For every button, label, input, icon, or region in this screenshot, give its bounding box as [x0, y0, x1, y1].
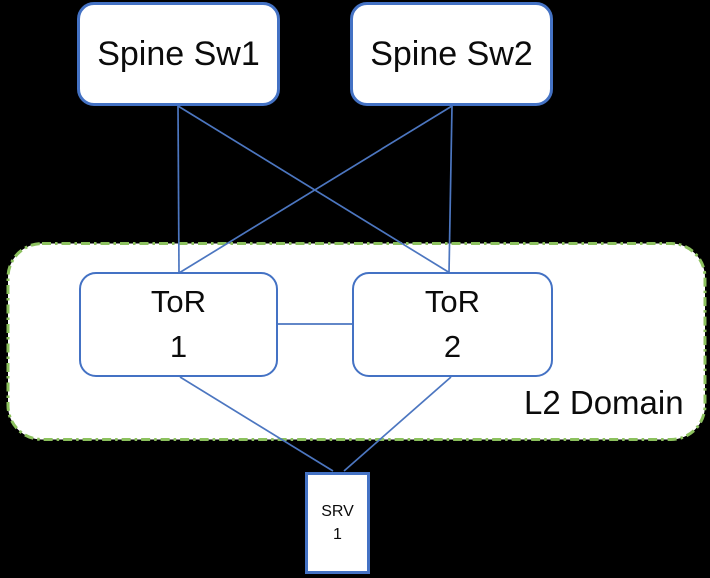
edge-tor-1-srv-1 — [179, 376, 334, 472]
node-srv-1: SRV 1 — [305, 472, 370, 574]
node-srv-1-number: 1 — [333, 526, 342, 543]
node-srv-1-label: SRV — [321, 502, 354, 520]
node-spine-sw1-label: Spine Sw1 — [97, 34, 260, 73]
node-tor-1-label: ToR — [150, 284, 207, 320]
node-tor-2: ToR 2 — [352, 272, 553, 377]
node-tor-1-number: 1 — [169, 328, 188, 364]
node-tor-1-text: ToR 1 — [151, 280, 206, 368]
node-tor-2-text: ToR 2 — [425, 280, 480, 368]
node-spine-sw2-label: Spine Sw2 — [370, 34, 533, 73]
edge-spine-sw1-tor-2 — [177, 105, 451, 274]
l2-domain-label: L2 Domain — [524, 384, 684, 421]
node-tor-1: ToR 1 — [79, 272, 278, 377]
edge-tor-2-srv-1 — [343, 376, 452, 472]
edge-spine-sw2-tor-2 — [448, 105, 453, 274]
edge-spine-sw2-tor-1 — [178, 105, 453, 274]
node-spine-sw2: Spine Sw2 — [350, 2, 553, 106]
node-spine-sw1: Spine Sw1 — [77, 2, 280, 106]
node-srv-1-text: SRV 1 — [321, 500, 354, 546]
node-tor-2-label: ToR — [424, 284, 481, 320]
node-tor-2-number: 2 — [443, 328, 462, 364]
edge-spine-sw1-tor-1 — [177, 105, 180, 274]
